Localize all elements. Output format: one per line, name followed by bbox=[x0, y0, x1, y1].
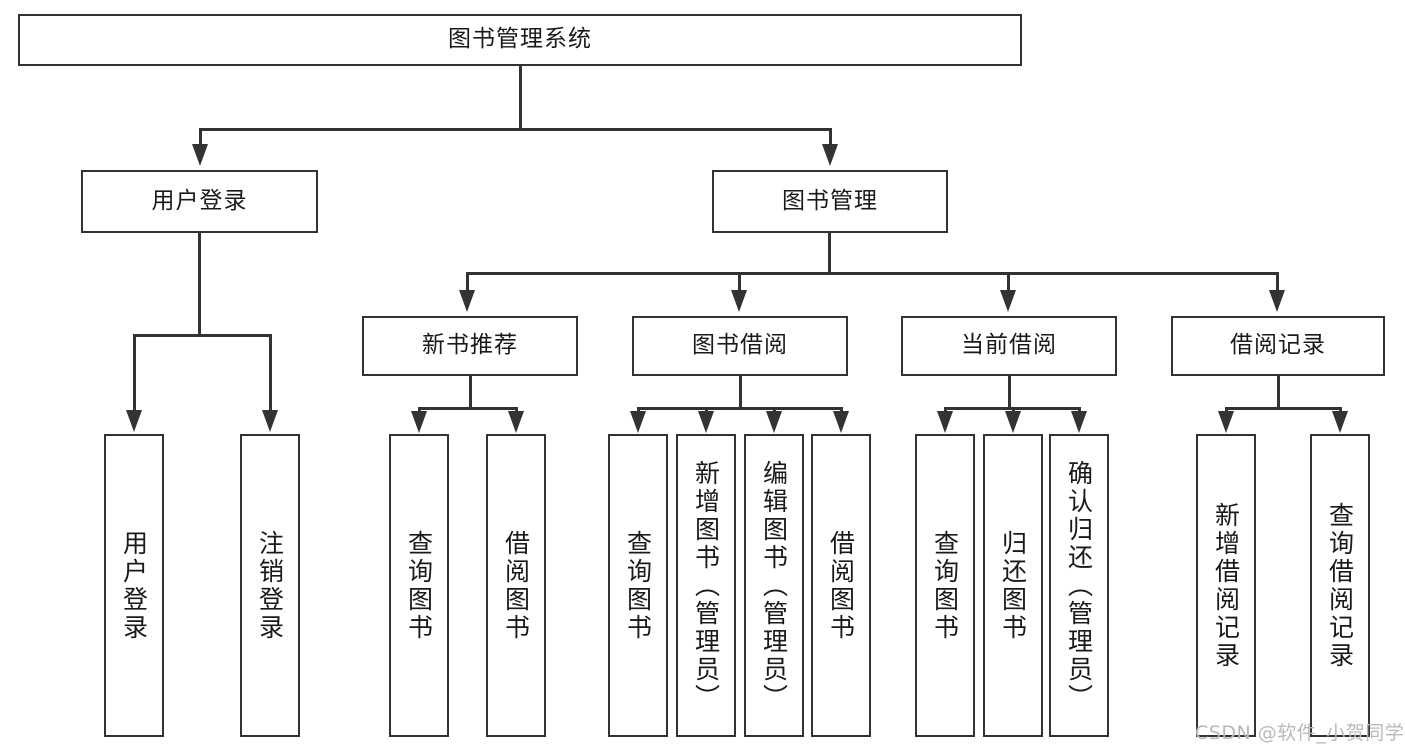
leaf-recommend-query-book[interactable]: 查询图书 bbox=[389, 434, 449, 737]
node-label: 查询图书 bbox=[623, 529, 653, 642]
node-label: 借阅记录 bbox=[1230, 332, 1326, 359]
node-label: 编辑图书（管理员） bbox=[759, 459, 789, 712]
arrowhead-recommend-leaf-1 bbox=[411, 411, 427, 433]
arrowhead-recommend-leaf-2 bbox=[508, 411, 524, 433]
connector-user-login-bus bbox=[133, 334, 270, 337]
arrowhead-user-login bbox=[192, 144, 208, 166]
connector-record-stem bbox=[1277, 376, 1280, 408]
node-label: 新书推荐 bbox=[422, 332, 518, 359]
node-label: 用户登录 bbox=[119, 529, 149, 642]
node-label: 当前借阅 bbox=[961, 332, 1057, 359]
connector-level2-bus bbox=[199, 128, 831, 131]
node-borrow-record[interactable]: 借阅记录 bbox=[1171, 316, 1385, 376]
node-root-system[interactable]: 图书管理系统 bbox=[18, 14, 1022, 66]
connector-level2-drop-right bbox=[829, 128, 832, 144]
leaf-current-confirm-return-admin[interactable]: 确认归还（管理员） bbox=[1049, 434, 1109, 737]
connector-borrow-drop-2 bbox=[705, 407, 708, 413]
connector-root-stem bbox=[519, 66, 522, 130]
arrowhead-borrow-leaf-4 bbox=[833, 411, 849, 433]
connector-level3-drop-4 bbox=[1276, 272, 1279, 292]
node-label: 查询图书 bbox=[930, 529, 960, 642]
connector-user-login-drop-1 bbox=[133, 334, 136, 412]
node-label: 新增借阅记录 bbox=[1211, 501, 1241, 670]
node-label: 确认归还（管理员） bbox=[1064, 459, 1094, 712]
connector-level3-drop-1 bbox=[466, 272, 469, 292]
connector-book-manage-stem bbox=[828, 233, 831, 272]
arrowhead-current-leaf-3 bbox=[1071, 411, 1087, 433]
leaf-record-query-record[interactable]: 查询借阅记录 bbox=[1310, 434, 1370, 737]
connector-borrow-drop-4 bbox=[840, 407, 843, 413]
arrowhead-borrow-leaf-3 bbox=[766, 411, 782, 433]
connector-record-drop-2 bbox=[1339, 407, 1342, 413]
connector-recommend-drop-2 bbox=[515, 407, 518, 413]
node-label: 用户登录 bbox=[151, 187, 248, 214]
leaf-borrow-edit-book-admin[interactable]: 编辑图书（管理员） bbox=[744, 434, 804, 737]
csdn-watermark: CSDN @软件_小贺同学 bbox=[1195, 722, 1405, 744]
node-label: 图书管理 bbox=[782, 187, 878, 214]
connector-borrow-drop-3 bbox=[773, 407, 776, 413]
arrowhead-current-leaf-2 bbox=[1005, 411, 1021, 433]
connector-current-drop-2 bbox=[1012, 407, 1015, 413]
arrowhead-current-leaf-1 bbox=[937, 411, 953, 433]
leaf-recommend-borrow-book[interactable]: 借阅图书 bbox=[486, 434, 546, 737]
connector-user-login-drop-2 bbox=[269, 334, 272, 412]
arrowhead-book-borrow bbox=[731, 290, 747, 312]
node-label: 查询借阅记录 bbox=[1325, 501, 1355, 670]
leaf-borrow-add-book-admin[interactable]: 新增图书（管理员） bbox=[676, 434, 736, 737]
connector-record-drop-1 bbox=[1225, 407, 1228, 413]
node-book-borrow[interactable]: 图书借阅 bbox=[632, 316, 848, 376]
leaf-current-query-book[interactable]: 查询图书 bbox=[915, 434, 975, 737]
node-label: 图书借阅 bbox=[692, 332, 788, 359]
connector-level3-drop-3 bbox=[1007, 272, 1010, 292]
arrowhead-record-leaf-1 bbox=[1218, 411, 1234, 433]
leaf-user-login[interactable]: 用户登录 bbox=[104, 434, 164, 737]
node-current-borrow[interactable]: 当前借阅 bbox=[901, 316, 1117, 376]
connector-level3-bus bbox=[466, 272, 1278, 275]
leaf-logout[interactable]: 注销登录 bbox=[240, 434, 300, 737]
connector-current-stem bbox=[1008, 376, 1011, 408]
arrowhead-leaf-logout bbox=[262, 410, 278, 432]
leaf-record-add-record[interactable]: 新增借阅记录 bbox=[1196, 434, 1256, 737]
arrowhead-new-book-recommend bbox=[459, 290, 475, 312]
arrowhead-current-borrow bbox=[1000, 290, 1016, 312]
connector-user-login-stem bbox=[198, 233, 201, 334]
connector-level2-drop-left bbox=[199, 128, 202, 144]
connector-recommend-stem bbox=[469, 376, 472, 408]
connector-current-drop-3 bbox=[1078, 407, 1081, 413]
arrowhead-record-leaf-2 bbox=[1332, 411, 1348, 433]
arrowhead-borrow-leaf-2 bbox=[698, 411, 714, 433]
arrowhead-book-manage bbox=[822, 144, 838, 166]
node-label: 新增图书（管理员） bbox=[691, 459, 721, 712]
leaf-borrow-query-book[interactable]: 查询图书 bbox=[608, 434, 668, 737]
leaf-borrow-borrow-book[interactable]: 借阅图书 bbox=[811, 434, 871, 737]
node-label: 图书管理系统 bbox=[448, 26, 592, 53]
connector-record-bus bbox=[1225, 407, 1341, 410]
connector-borrow-drop-1 bbox=[637, 407, 640, 413]
node-book-management[interactable]: 图书管理 bbox=[712, 170, 948, 233]
node-label: 注销登录 bbox=[255, 529, 285, 642]
connector-borrow-bus bbox=[637, 407, 841, 410]
connector-recommend-bus bbox=[418, 407, 517, 410]
node-label: 借阅图书 bbox=[501, 529, 531, 642]
node-label: 归还图书 bbox=[998, 529, 1028, 642]
arrowhead-leaf-user-login bbox=[126, 410, 142, 432]
connector-recommend-drop-1 bbox=[418, 407, 421, 413]
connector-borrow-stem bbox=[739, 376, 742, 408]
connector-current-drop-1 bbox=[944, 407, 947, 413]
leaf-current-return-book[interactable]: 归还图书 bbox=[983, 434, 1043, 737]
arrowhead-borrow-leaf-1 bbox=[630, 411, 646, 433]
node-label: 查询图书 bbox=[404, 529, 434, 642]
node-user-login[interactable]: 用户登录 bbox=[81, 170, 318, 233]
node-new-book-recommend[interactable]: 新书推荐 bbox=[362, 316, 578, 376]
connector-level3-drop-2 bbox=[738, 272, 741, 292]
arrowhead-borrow-record bbox=[1269, 290, 1285, 312]
node-label: 借阅图书 bbox=[826, 529, 856, 642]
